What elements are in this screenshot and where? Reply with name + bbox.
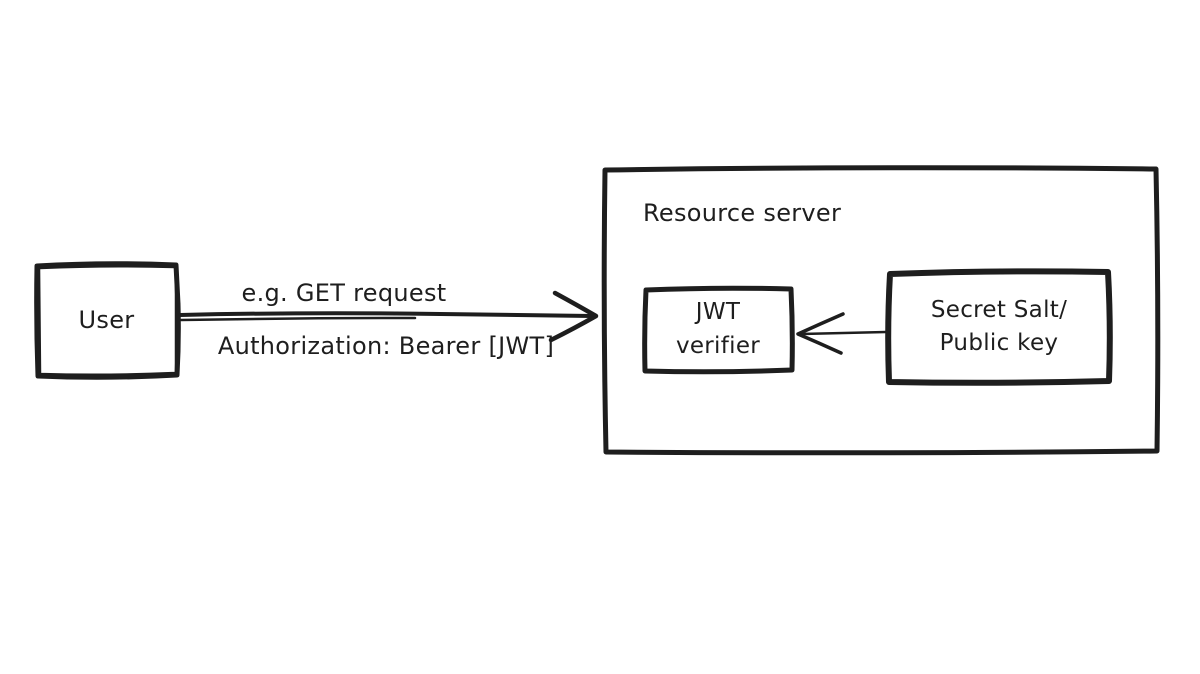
user-box-label: User	[78, 305, 135, 334]
user-box-shape	[34, 261, 181, 380]
jwt-verifier-label-line2: verifier	[675, 332, 761, 359]
request-arrow-shape	[178, 290, 599, 343]
key-store-label-line2: Public key	[939, 330, 1059, 356]
jwt-verifier-label-line1: JWT	[695, 299, 741, 326]
key-store-label-line1: Secret Salt/	[930, 296, 1068, 323]
request-arrow-label-bottom: Authorization: Bearer [JWT]	[217, 332, 555, 360]
resource-server-title: Resource server	[643, 199, 842, 227]
key-store-box-shape	[885, 268, 1113, 386]
user-box: User	[35, 263, 178, 377]
jwt-verifier-box-shape	[642, 285, 795, 375]
jwt-verifier-box: JWT verifier	[643, 287, 793, 372]
key-store-box: Secret Salt/ Public key	[888, 271, 1110, 383]
request-arrow-label-top: e.g. GET request	[241, 279, 447, 307]
key-to-verifier-arrow-shape	[796, 312, 888, 355]
resource-server-box-shape	[601, 165, 1161, 456]
